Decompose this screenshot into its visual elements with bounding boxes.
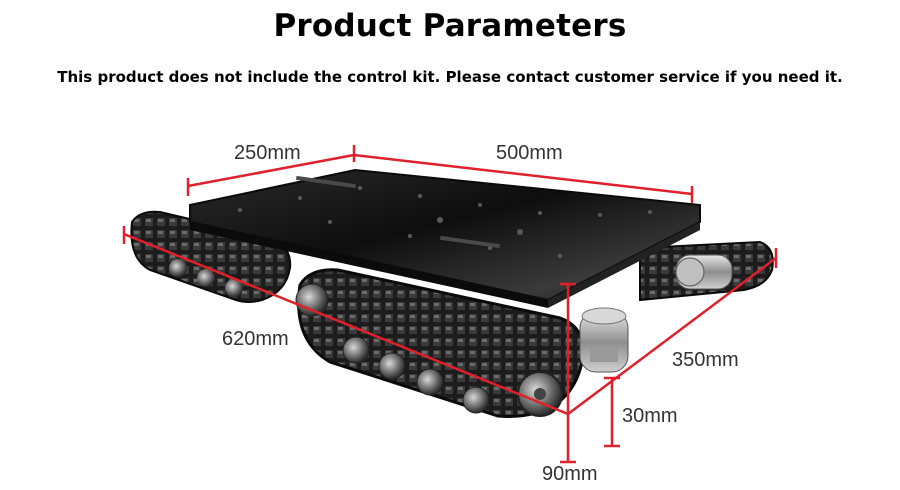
dim-line-500 <box>353 153 693 196</box>
rear-right-track <box>639 240 774 302</box>
overall-width-label: 350mm <box>672 349 739 371</box>
ground-clearance-label: 30mm <box>622 405 678 427</box>
dim-line-350 <box>567 257 777 415</box>
top-mounting-plate <box>189 168 701 308</box>
control-kit-notice: This product does not include the contro… <box>57 68 843 86</box>
dim-line-250 <box>187 153 355 188</box>
overall-length-label: 620mm <box>222 328 289 350</box>
height-label: 90mm <box>542 463 598 485</box>
front-track <box>295 268 585 418</box>
dimension-lines <box>122 145 778 464</box>
platform-length-label: 500mm <box>496 142 563 164</box>
drive-motor <box>579 307 629 373</box>
platform-width-label: 250mm <box>234 142 301 164</box>
page-title: Product Parameters <box>273 8 627 44</box>
dim-line-620 <box>123 232 569 416</box>
